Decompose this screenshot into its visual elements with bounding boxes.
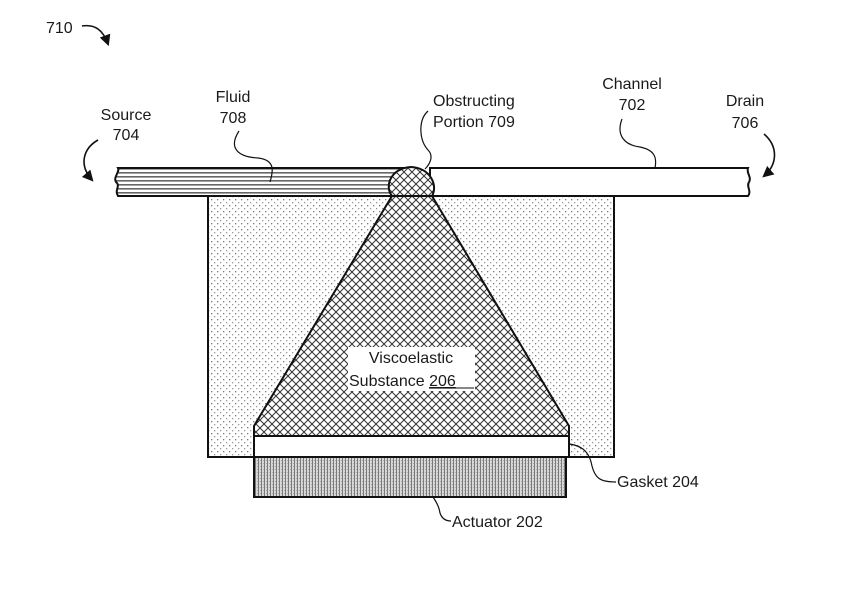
- obstructing-label-line1: Obstructing: [433, 93, 515, 110]
- figure-reference-label: 710: [46, 20, 73, 37]
- obstructing-portion: [387, 165, 436, 197]
- actuator-label: Actuator 202: [452, 514, 543, 531]
- channel-label-line1: Channel: [602, 76, 662, 93]
- figure-reference-arrow-icon: [81, 24, 111, 47]
- gasket: [253, 435, 570, 458]
- channel-leader-line: [619, 118, 657, 169]
- viscoelastic-label-bg: [348, 347, 475, 391]
- source-label-line1: Source: [101, 107, 152, 124]
- obstructing-label-line2: Portion 709: [433, 114, 515, 131]
- actuator: [253, 456, 567, 498]
- viscoelastic-label-line1: Viscoelastic: [369, 350, 453, 367]
- fluid-label-line1: Fluid: [216, 89, 251, 106]
- fluid-label-line2: 708: [220, 110, 247, 127]
- viscoelastic-label-number: 206: [429, 373, 456, 390]
- source-label-line2: 704: [113, 127, 140, 144]
- viscoelastic-label-line2: Substance 206: [349, 373, 456, 390]
- fluid-region: [114, 167, 406, 197]
- fluid-leader-line: [233, 130, 273, 183]
- drain-label-line1: Drain: [726, 93, 764, 110]
- viscoelastic-label-text: Substance: [349, 373, 429, 390]
- channel-empty-region: [429, 167, 751, 197]
- gasket-label: Gasket 204: [617, 474, 699, 491]
- obstructing-leader-line: [420, 110, 432, 170]
- drain-arrow-icon: [762, 133, 776, 178]
- drain-label-line2: 706: [732, 115, 759, 132]
- source-arrow-icon: [81, 139, 99, 182]
- gasket-leader-line: [568, 443, 617, 483]
- channel-label-line2: 702: [619, 97, 646, 114]
- actuator-leader-line: [432, 496, 452, 522]
